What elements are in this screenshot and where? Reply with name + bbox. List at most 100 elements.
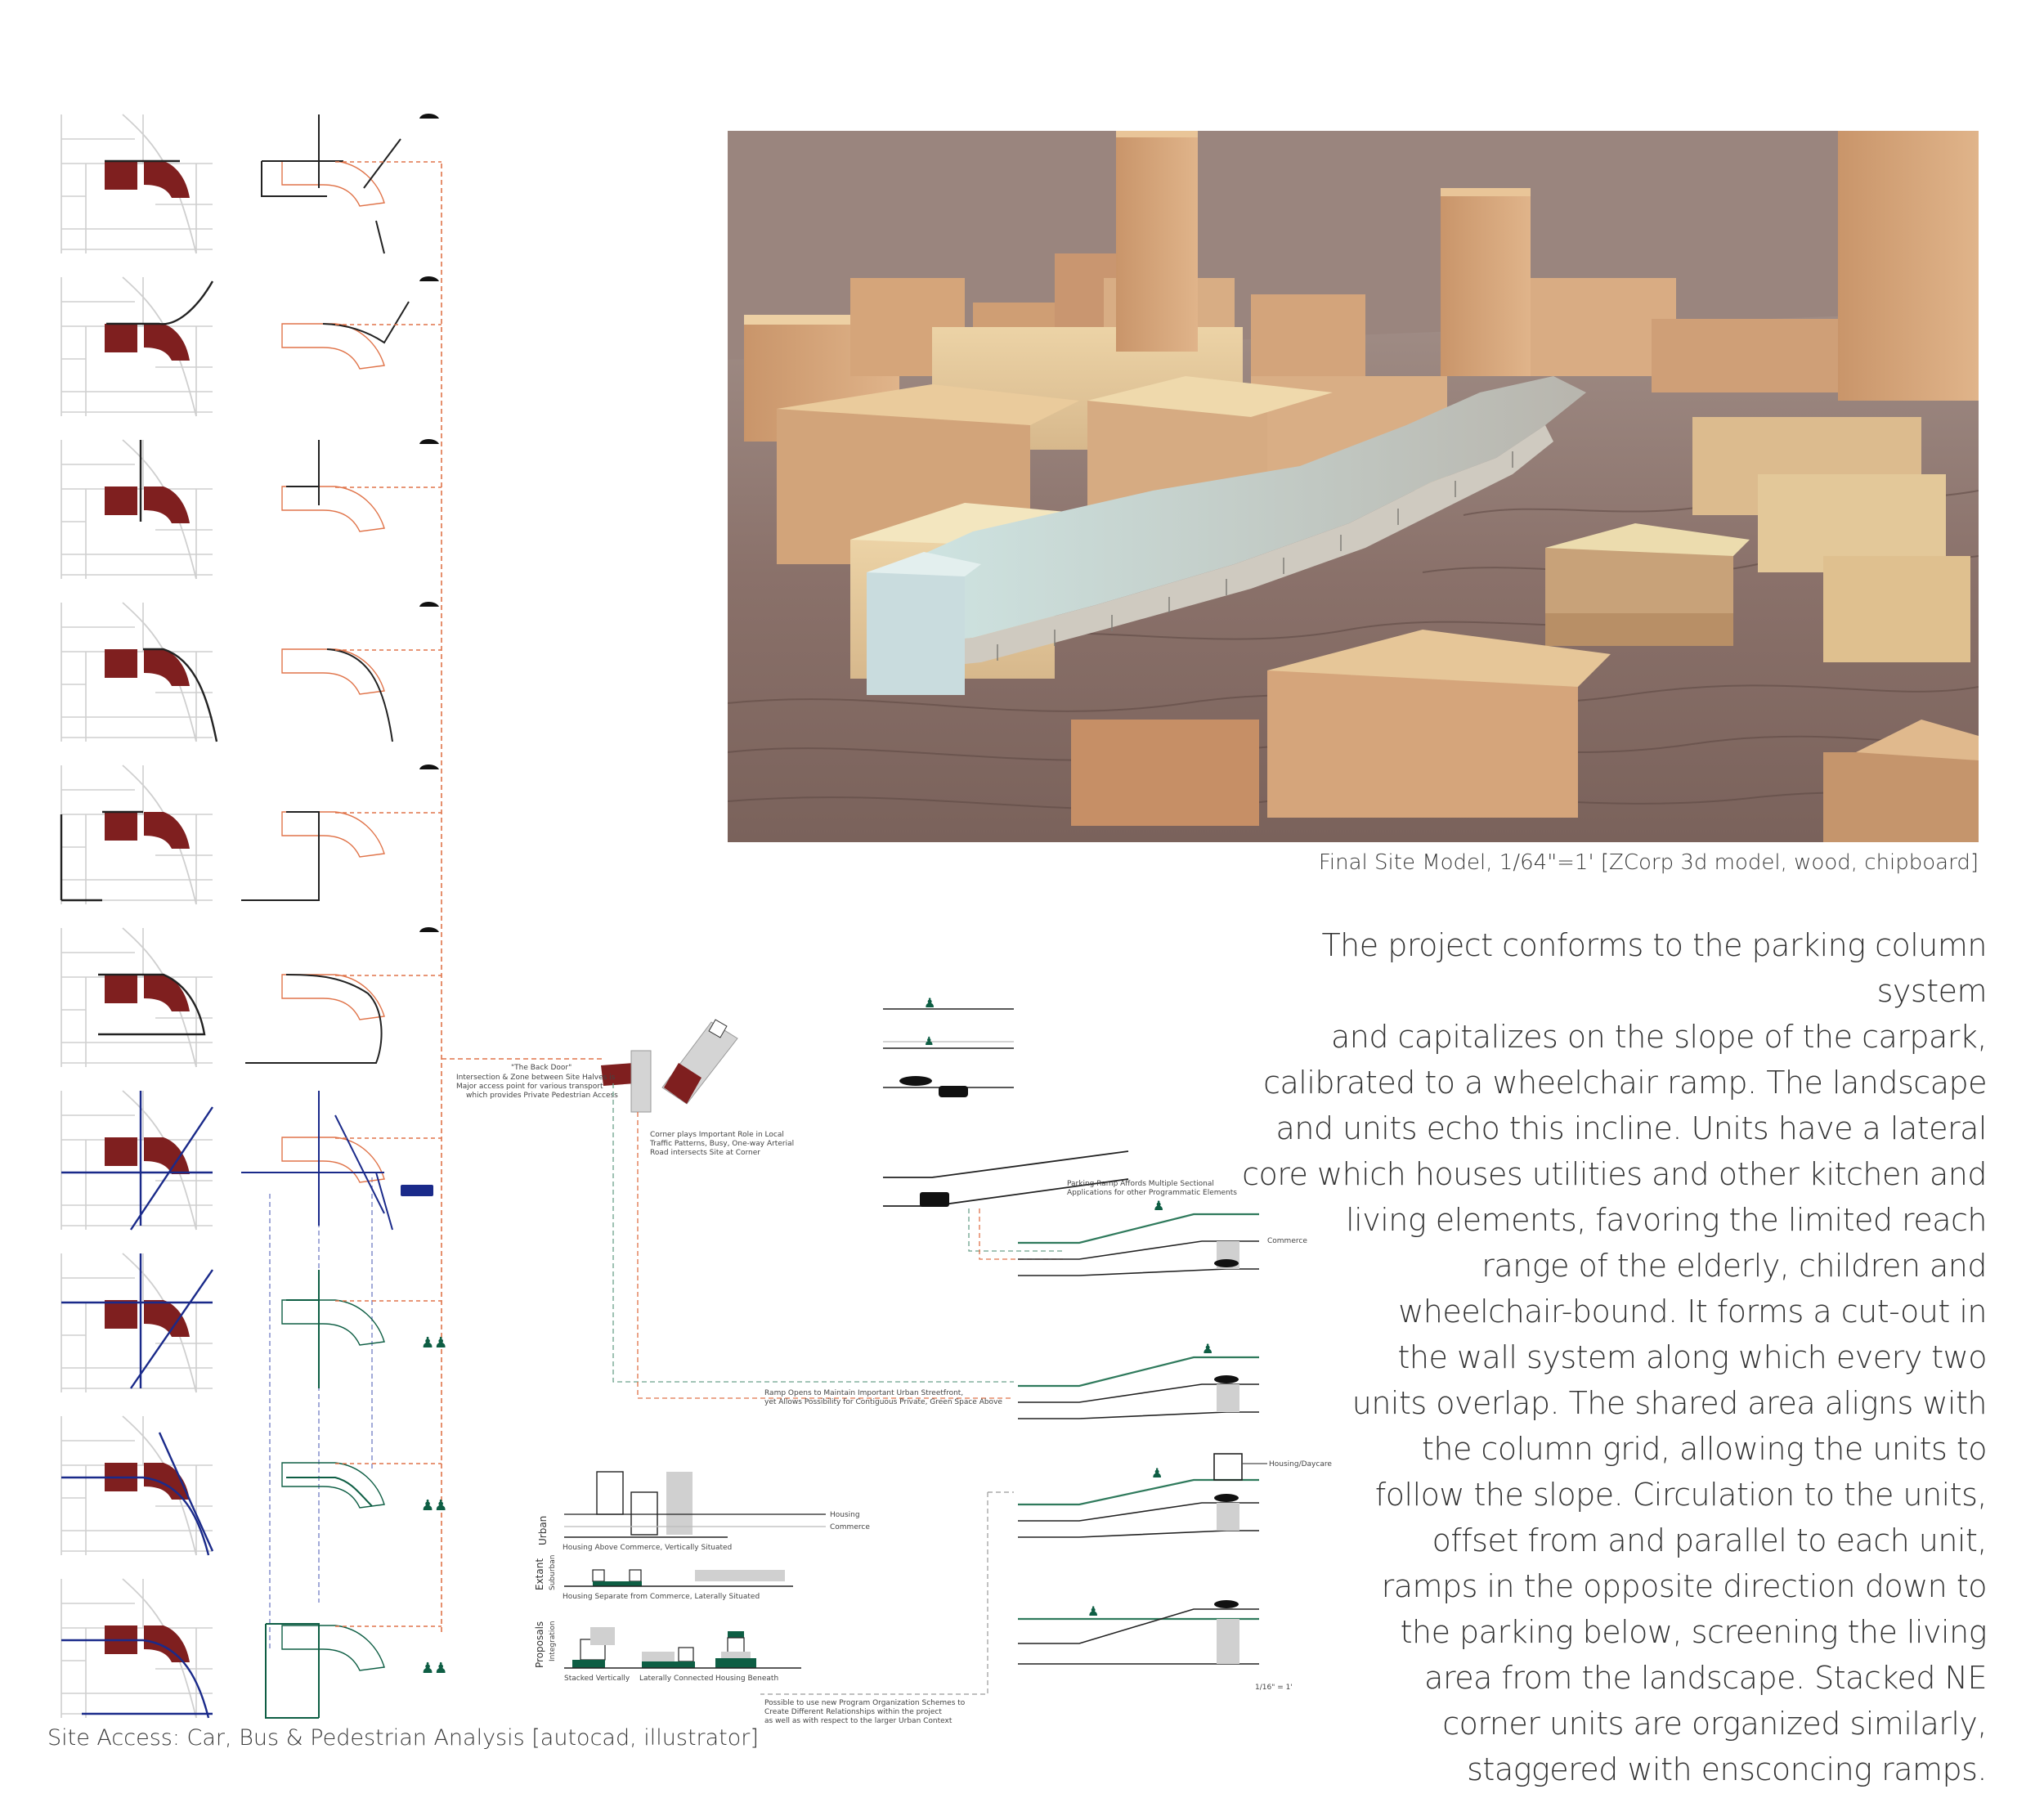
program-diagram-extant: Extant Suburban Housing Separate from Co… [534,1555,793,1601]
car-icon [419,276,439,281]
housing-daycare-label: Housing/Daycare [1269,1460,1332,1468]
access-route [286,1477,373,1507]
site-access-caption: Site Access: Car, Bus & Pedestrian Analy… [47,1725,759,1751]
description-line: and capitalizes on the slope of the carp… [1330,1019,1988,1055]
description-line: wheelchair-bound. It forms a cut-out in [1398,1294,1987,1329]
pedestrian-icon: ♟♟ [421,1334,447,1352]
route-overlay [143,648,218,742]
ramp-open-note-line-2: yet Allows Possibility for Contiguous Pr… [764,1398,1002,1406]
description-line: the parking below, screening the living [1400,1614,1988,1650]
street-grid-map [61,439,213,580]
site-parcel-east [144,649,190,686]
extant-caption: Housing Separate from Commerce, Laterall… [563,1593,760,1601]
site-parcel-west [105,812,137,841]
access-detail [245,974,442,1064]
access-detail [281,301,442,370]
svg-text:♟: ♟ [924,1035,935,1048]
street-grid-map [61,602,218,742]
site-parcel-west [105,1137,137,1166]
description-line: area from the landscape. Stacked NE [1424,1660,1987,1696]
parking-ramp-section: Parking Ramp Affords Multiple Sectional … [883,1150,1237,1207]
program-diagram-urban: Urban Housing Commerce Housing Above Com… [537,1471,870,1552]
svg-text:♟: ♟ [1153,1198,1164,1213]
access-route [261,114,401,254]
site-parcel-west [105,1300,137,1329]
car-icon [419,602,439,607]
street-grid-map [61,1090,213,1231]
description-line: ramps in the opposite direction down to [1381,1568,1988,1604]
svg-text:♟: ♟ [1151,1465,1163,1481]
access-route [286,1270,320,1388]
back-door-note-line-3: which provides Private Pedestrian Access [466,1092,618,1100]
site-parcel-east [144,1463,190,1500]
route-overlay [61,1091,213,1231]
parking-ramp-note-line-2: Applications for other Programmatic Elem… [1067,1189,1237,1197]
access-detail [241,811,442,901]
site-model-photo [728,131,1979,842]
pedestrian-icon: ♟ [924,995,935,1011]
access-route [241,1091,393,1231]
urban-label: Urban [537,1516,549,1545]
route-overlay [106,280,214,325]
access-detail [281,648,442,742]
housing-label: Housing [830,1511,860,1519]
site-parcel-west [105,324,137,352]
section-row-4: ♟ 1/16" = 1' [1018,1600,1293,1692]
program-diagram-proposals: Proposals Integration Stacked Vertically… [534,1621,801,1683]
pedestrian-icon: ♟♟ [421,1660,447,1677]
access-route [322,301,410,344]
site-parcel-east [144,812,190,849]
street-grid-map [61,1415,214,1556]
commerce-label-program: Commerce [830,1523,870,1531]
site-parcel-east [144,1300,190,1337]
car-icon [419,927,439,932]
corner-note-line-3: Road intersects Site at Corner [650,1149,760,1157]
possible-note-line-3: as well as with respect to the larger Ur… [764,1717,953,1725]
description-line: The project conforms to the parking colu… [1321,927,1987,1009]
parking-ramp-note-line-1: Parking Ramp Affords Multiple Sectional [1067,1180,1214,1188]
site-parcel-east [144,487,190,523]
proposals-label: Proposals [534,1621,545,1668]
route-overlay [98,973,206,1036]
commerce-label: Commerce [1267,1237,1307,1245]
route-overlay [61,1639,213,1719]
access-row-car [61,114,442,254]
site-parcel-west [105,161,137,190]
proposal-caption-3: Housing Beneath [715,1675,778,1683]
car-icon [899,1076,932,1086]
description-line: staggered with ensconcing ramps. [1467,1751,1987,1787]
access-detail [281,440,442,532]
route-overlay [61,1432,214,1556]
svg-text:♟: ♟ [1202,1341,1213,1356]
description-line: core which houses utilities and other ki… [1242,1156,1987,1192]
street-grid-map [61,114,213,254]
access-row-car [60,765,442,905]
site-model-caption: Final Site Model, 1/64"=1' [ZCorp 3d mod… [1318,850,1979,875]
possible-note-line-1: Possible to use new Program Organization… [764,1699,966,1707]
site-parcel-west [105,649,137,678]
proposal-caption-2: Laterally Connected [639,1675,713,1683]
site-parcel-east [144,975,190,1011]
access-row-car [61,276,442,417]
description-line: follow the slope. Circulation to the uni… [1374,1477,1988,1513]
description-line: the column grid, allowing the units to [1421,1431,1988,1467]
description-line: the wall system along which every two [1397,1339,1988,1375]
extant-sub-label: Suburban [549,1555,557,1590]
description-line: range of the elderly, children and [1481,1248,1987,1284]
proposal-caption-1: Stacked Vertically [564,1675,630,1683]
car-icon [419,439,439,444]
access-row-pedestrian: ♟♟ [61,1578,447,1719]
access-route [286,440,320,505]
site-parcel-east [144,161,190,198]
site-parcel-east [144,1137,190,1174]
site-access-diagrams: ♟♟♟♟♟♟ [60,114,447,1719]
access-route [245,974,383,1064]
back-door-note-line-2: Major access point for various transport [456,1083,603,1091]
car-icon [419,765,439,769]
access-detail [281,1270,442,1388]
street-grid-map [61,276,214,417]
access-detail [265,1623,442,1719]
site-parcel-west [105,975,137,1003]
svg-text:♟: ♟ [1087,1603,1099,1619]
